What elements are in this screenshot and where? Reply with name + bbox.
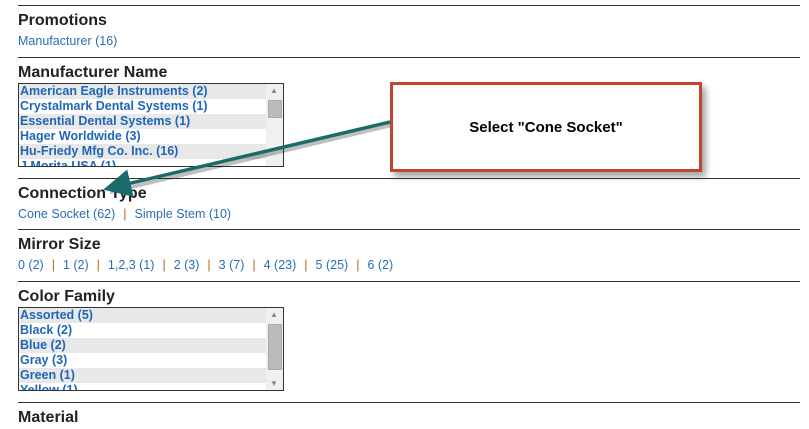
section-title: Mirror Size bbox=[18, 236, 101, 253]
section-title: Promotions bbox=[18, 12, 107, 29]
scrollbar[interactable]: ▲ bbox=[266, 84, 283, 166]
separator: | bbox=[252, 258, 256, 272]
list-option[interactable]: Blue (2) bbox=[19, 338, 267, 353]
scroll-down-icon[interactable]: ▼ bbox=[270, 379, 278, 388]
link-mirror-size[interactable]: 3 (7) bbox=[218, 258, 245, 272]
separator: | bbox=[162, 258, 166, 272]
list-option[interactable]: Hager Worldwide (3) bbox=[20, 129, 141, 143]
list-option[interactable]: Black (2) bbox=[20, 323, 73, 337]
list-option[interactable]: Essential Dental Systems (1) bbox=[19, 114, 267, 129]
separator: | bbox=[356, 258, 360, 272]
link-simple-stem[interactable]: Simple Stem (10) bbox=[134, 207, 232, 221]
separator: | bbox=[96, 258, 100, 272]
link-mirror-size[interactable]: 2 (3) bbox=[173, 258, 200, 272]
separator: | bbox=[51, 258, 55, 272]
callout-text: Select "Cone Socket" bbox=[469, 118, 623, 136]
scrollbar-thumb[interactable] bbox=[268, 324, 282, 370]
separator: | bbox=[123, 207, 127, 221]
link-mirror-size[interactable]: 0 (2) bbox=[18, 258, 44, 272]
list-option[interactable]: J Morita USA (1) bbox=[20, 159, 117, 167]
link-mirror-size[interactable]: 4 (23) bbox=[263, 258, 297, 272]
list-option[interactable]: Green (1) bbox=[19, 368, 267, 383]
scroll-up-icon[interactable]: ▲ bbox=[270, 310, 278, 319]
mirror-size-section: Mirror Size 0 (2) | 1 (2) | 1,2,3 (1) | 2 (3) |… bbox=[18, 229, 800, 282]
promotions-section: Promotions Manufacturer (16) bbox=[18, 5, 800, 58]
list-option[interactable]: Yellow (1) bbox=[20, 383, 78, 391]
color-family-listbox[interactable]: Assorted (5) Black (2) Blue (2) Gray (3)… bbox=[18, 307, 284, 391]
link-mirror-size[interactable]: 5 (25) bbox=[315, 258, 349, 272]
scroll-up-icon[interactable]: ▲ bbox=[270, 86, 278, 95]
section-title: Color Family bbox=[18, 288, 115, 305]
scrollbar-thumb[interactable] bbox=[268, 100, 282, 118]
list-option[interactable]: American Eagle Instruments (2) bbox=[19, 84, 267, 99]
link-manufacturer[interactable]: Manufacturer (16) bbox=[18, 34, 118, 48]
link-mirror-size[interactable]: 1,2,3 (1) bbox=[107, 258, 155, 272]
list-option[interactable]: Hu-Friedy Mfg Co. Inc. (16) bbox=[19, 144, 267, 159]
instruction-callout: Select "Cone Socket" bbox=[390, 82, 702, 172]
manufacturer-section: Manufacturer Name American Eagle Instrum… bbox=[18, 57, 800, 179]
link-mirror-size[interactable]: 6 (2) bbox=[367, 258, 394, 272]
list-option[interactable]: Crystalmark Dental Systems (1) bbox=[20, 99, 208, 113]
separator: | bbox=[304, 258, 308, 272]
scrollbar[interactable]: ▲ ▼ bbox=[266, 308, 283, 390]
material-section: Material bbox=[18, 402, 800, 429]
list-option[interactable]: Assorted (5) bbox=[19, 308, 267, 323]
color-family-section: Color Family Assorted (5) Black (2) Blue… bbox=[18, 281, 800, 403]
manufacturer-listbox[interactable]: American Eagle Instruments (2) Crystalma… bbox=[18, 83, 284, 167]
separator: | bbox=[207, 258, 211, 272]
link-cone-socket[interactable]: Cone Socket (62) bbox=[18, 207, 116, 221]
section-title: Material bbox=[18, 409, 79, 426]
link-mirror-size[interactable]: 1 (2) bbox=[62, 258, 89, 272]
list-option[interactable]: Gray (3) bbox=[20, 353, 68, 367]
section-title: Manufacturer Name bbox=[18, 64, 168, 81]
